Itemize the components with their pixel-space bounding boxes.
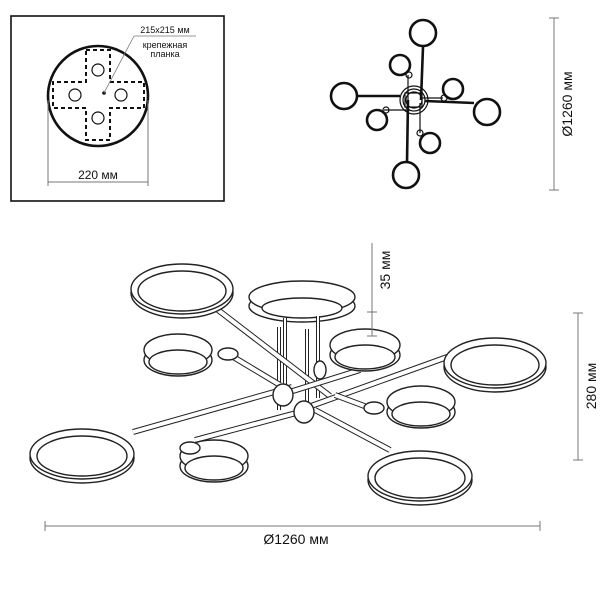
top-view: Ø1260 мм bbox=[329, 17, 575, 191]
arm-right-long-fill bbox=[299, 354, 451, 412]
small-disc-front bbox=[179, 439, 249, 483]
large-ring-top bbox=[408, 18, 438, 48]
canopy-inner bbox=[261, 297, 343, 319]
small-ring-a bbox=[388, 53, 412, 77]
leader-line bbox=[103, 35, 135, 94]
arm-short-lower-fill bbox=[194, 410, 301, 442]
canopy-diameter-label: 220 мм bbox=[78, 168, 118, 182]
plate-caption-line1: крепежная bbox=[143, 40, 188, 50]
large-ring-right bbox=[443, 337, 547, 393]
panel-frame bbox=[10, 15, 225, 202]
screw-hole-top bbox=[91, 63, 105, 77]
plate-caption-line2: планка bbox=[150, 49, 179, 59]
arm-short-left-fill bbox=[228, 353, 282, 387]
top-canopy-square bbox=[404, 92, 423, 108]
side-view: 35 мм 280 мм Ø1260 мм bbox=[29, 243, 599, 547]
arm-short-right-fill bbox=[279, 368, 361, 397]
top-canopy-outer bbox=[399, 85, 429, 115]
canopy-circle bbox=[46, 44, 150, 148]
large-ring-bottom bbox=[391, 160, 421, 190]
large-ring-right bbox=[472, 97, 502, 127]
arm-lower-right-fill bbox=[314, 408, 391, 452]
small-ring-b bbox=[441, 77, 465, 101]
side-diameter-label: Ø1260 мм bbox=[263, 531, 328, 547]
top-view-diameter-label: Ø1260 мм bbox=[559, 71, 575, 136]
large-ring-front-right bbox=[367, 450, 473, 506]
screw-hole-left bbox=[68, 88, 82, 102]
small-disc-right bbox=[363, 385, 456, 429]
small-ring-c bbox=[365, 108, 389, 132]
joint-b bbox=[440, 94, 448, 102]
joint-c bbox=[382, 106, 390, 114]
large-ring-front-left bbox=[29, 428, 135, 484]
top-canopy-mid bbox=[402, 88, 426, 112]
screw-hole-right bbox=[114, 88, 128, 102]
arm-left-long-fill bbox=[132, 385, 293, 434]
joint-a bbox=[405, 71, 413, 79]
hub-lower bbox=[293, 400, 315, 424]
canopy-height-label: 35 мм bbox=[377, 251, 393, 290]
large-ring-left bbox=[329, 81, 359, 111]
joint-d bbox=[416, 129, 424, 137]
screw-hole-bottom bbox=[91, 111, 105, 125]
small-disc-left bbox=[143, 333, 239, 377]
arm-right bbox=[424, 99, 475, 105]
small-disc-center bbox=[329, 328, 401, 372]
total-height-label: 280 мм bbox=[583, 363, 599, 410]
hub-upper bbox=[272, 383, 294, 407]
plate-size-label: 215x215 мм bbox=[140, 25, 189, 35]
arm-upper-left-fill bbox=[216, 308, 332, 398]
small-ring-d bbox=[418, 131, 442, 155]
mount-plate-panel: 215x215 мм крепежная планка 220 мм bbox=[10, 15, 225, 202]
large-ring-back-left bbox=[130, 263, 234, 319]
hub-back bbox=[313, 360, 327, 380]
